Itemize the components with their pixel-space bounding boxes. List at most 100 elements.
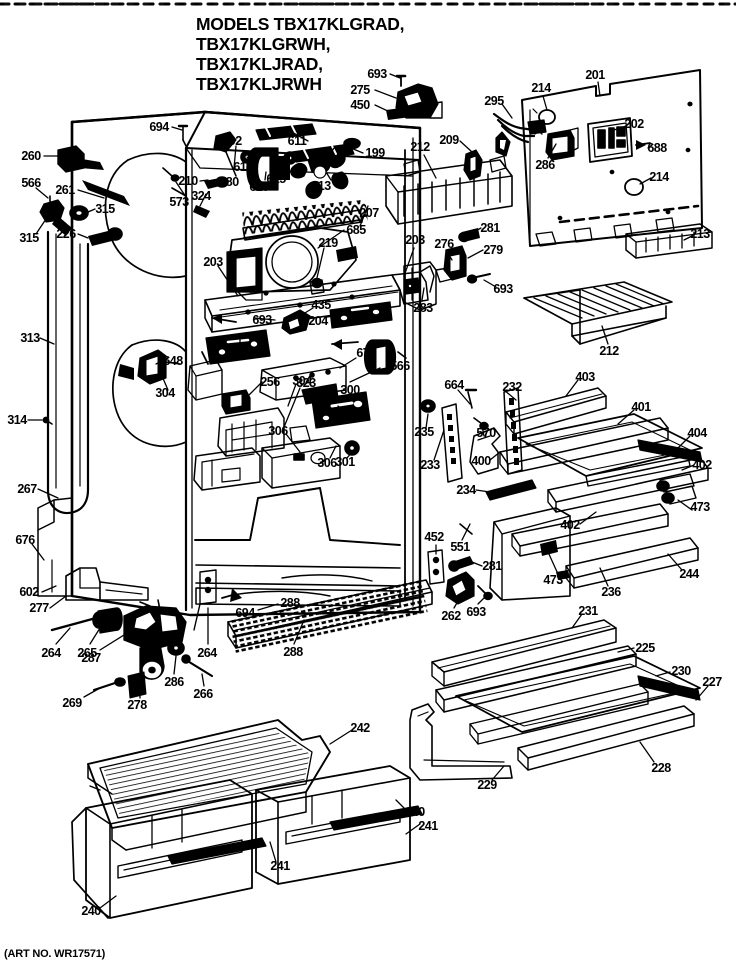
- part-callout: 315: [95, 202, 115, 216]
- part-callout: 233: [420, 458, 440, 472]
- part-callout: 306: [317, 456, 337, 470]
- part-callout: 611: [287, 134, 307, 148]
- part-callout: 286: [535, 158, 555, 172]
- part-callout: 610: [249, 180, 269, 194]
- part-callout: 679: [356, 346, 376, 360]
- part-callout: 201: [585, 68, 605, 82]
- part-callout: 244: [679, 567, 699, 581]
- part-callout: 212: [410, 140, 430, 154]
- part-callout: 313: [20, 331, 40, 345]
- part-callout: 229: [477, 778, 497, 792]
- part-callout: 694: [235, 606, 255, 620]
- part-callout: 203: [203, 255, 223, 269]
- part-callout: 295: [484, 94, 504, 108]
- part-callout: 241: [270, 859, 290, 873]
- part-callout: 242: [350, 721, 370, 735]
- part-callout: 323: [296, 376, 316, 390]
- title-line-3: TBX17KLJRAD,: [196, 54, 323, 74]
- part-callout: 214: [649, 170, 669, 184]
- part-callout: 280: [219, 175, 239, 189]
- part-callout: 473: [543, 573, 563, 587]
- part-callout: 277: [29, 601, 49, 615]
- part-callout: 402: [560, 518, 580, 532]
- part-callout: 202: [624, 117, 644, 131]
- part-callout: 279: [483, 243, 503, 257]
- part-callout: 613: [311, 179, 331, 193]
- part-callout: 260: [21, 149, 41, 163]
- part-callout: 402: [692, 458, 712, 472]
- part-callout: 204: [226, 349, 246, 363]
- part-callout: 676: [15, 533, 35, 547]
- part-callout: 404: [687, 426, 707, 440]
- part-callout: 203: [405, 233, 425, 247]
- part-callout: 602: [19, 585, 39, 599]
- part-callout: 264: [197, 646, 217, 660]
- part-callout: 314: [7, 413, 27, 427]
- part-callout: 473: [690, 500, 710, 514]
- part-callout: 225: [635, 641, 655, 655]
- part-callout: 207: [359, 206, 379, 220]
- part-callout: 265: [77, 646, 97, 660]
- page-title: MODELS TBX17KLGRAD, TBX17KLGRWH, TBX17KL…: [196, 14, 405, 94]
- part-callout: 266: [193, 687, 213, 701]
- part-callout: 212: [599, 344, 619, 358]
- part-callout: 236: [601, 585, 621, 599]
- part-callout: 615: [233, 160, 253, 174]
- art-number-note: (ART NO. WR17571): [4, 948, 106, 960]
- part-callout: 267: [17, 482, 37, 496]
- part-callout: 262: [441, 609, 461, 623]
- part-callout: 301: [335, 455, 355, 469]
- part-callout: 281: [482, 559, 502, 573]
- part-callout: 213: [690, 227, 710, 241]
- part-callout: 306: [268, 424, 288, 438]
- part-callout: 693: [252, 313, 272, 327]
- part-callout: 611: [315, 147, 335, 161]
- part-callout: 573: [169, 195, 189, 209]
- part-callout: 214: [531, 81, 551, 95]
- part-callout: 234: [456, 483, 476, 497]
- part-callout: 694: [149, 120, 169, 134]
- part-callout: 240: [405, 805, 425, 819]
- part-callout: 283: [413, 301, 433, 315]
- part-callout: 281: [480, 221, 500, 235]
- part-callout: 324: [191, 189, 211, 203]
- part-callout: 264: [41, 646, 61, 660]
- part-callout: 209: [439, 133, 459, 147]
- part-callout: 231: [578, 604, 598, 618]
- part-callout: 232: [502, 380, 522, 394]
- part-callout: 304: [155, 386, 175, 400]
- part-callout: 288: [280, 596, 300, 610]
- part-callout: 199: [365, 146, 385, 160]
- part-callout: 570: [476, 426, 496, 440]
- part-callout: 275: [350, 83, 370, 97]
- part-callout: 685: [346, 223, 366, 237]
- part-callout: 228: [651, 761, 671, 775]
- part-callout: 692: [222, 134, 242, 148]
- part-callout: 230: [671, 664, 691, 678]
- part-callout: 688: [647, 141, 667, 155]
- title-line-1: MODELS TBX17KLGRAD,: [196, 14, 405, 34]
- part-callout: 566: [21, 176, 41, 190]
- part-callout: 287: [81, 651, 101, 665]
- part-callout: 401: [631, 400, 651, 414]
- part-callout: 551: [450, 540, 470, 554]
- part-callout: 256: [260, 375, 280, 389]
- part-callout: 566: [390, 359, 410, 373]
- part-callout: 615: [266, 172, 286, 186]
- part-callout: 450: [350, 98, 370, 112]
- part-callout: 300: [340, 383, 360, 397]
- part-callout: 403: [575, 370, 595, 384]
- part-callout: 288: [283, 645, 303, 659]
- part-callout: 240: [81, 904, 101, 918]
- part-callout: 286: [164, 675, 184, 689]
- part-callout: 235: [414, 425, 434, 439]
- title-line-2: TBX17KLGRWH,: [196, 34, 331, 54]
- part-callout: 227: [702, 675, 722, 689]
- part-callout: 304: [292, 374, 312, 388]
- part-callout: 204: [308, 314, 328, 328]
- part-callout: 664: [444, 378, 464, 392]
- part-callout: 435: [311, 298, 331, 312]
- part-callout: 693: [493, 282, 513, 296]
